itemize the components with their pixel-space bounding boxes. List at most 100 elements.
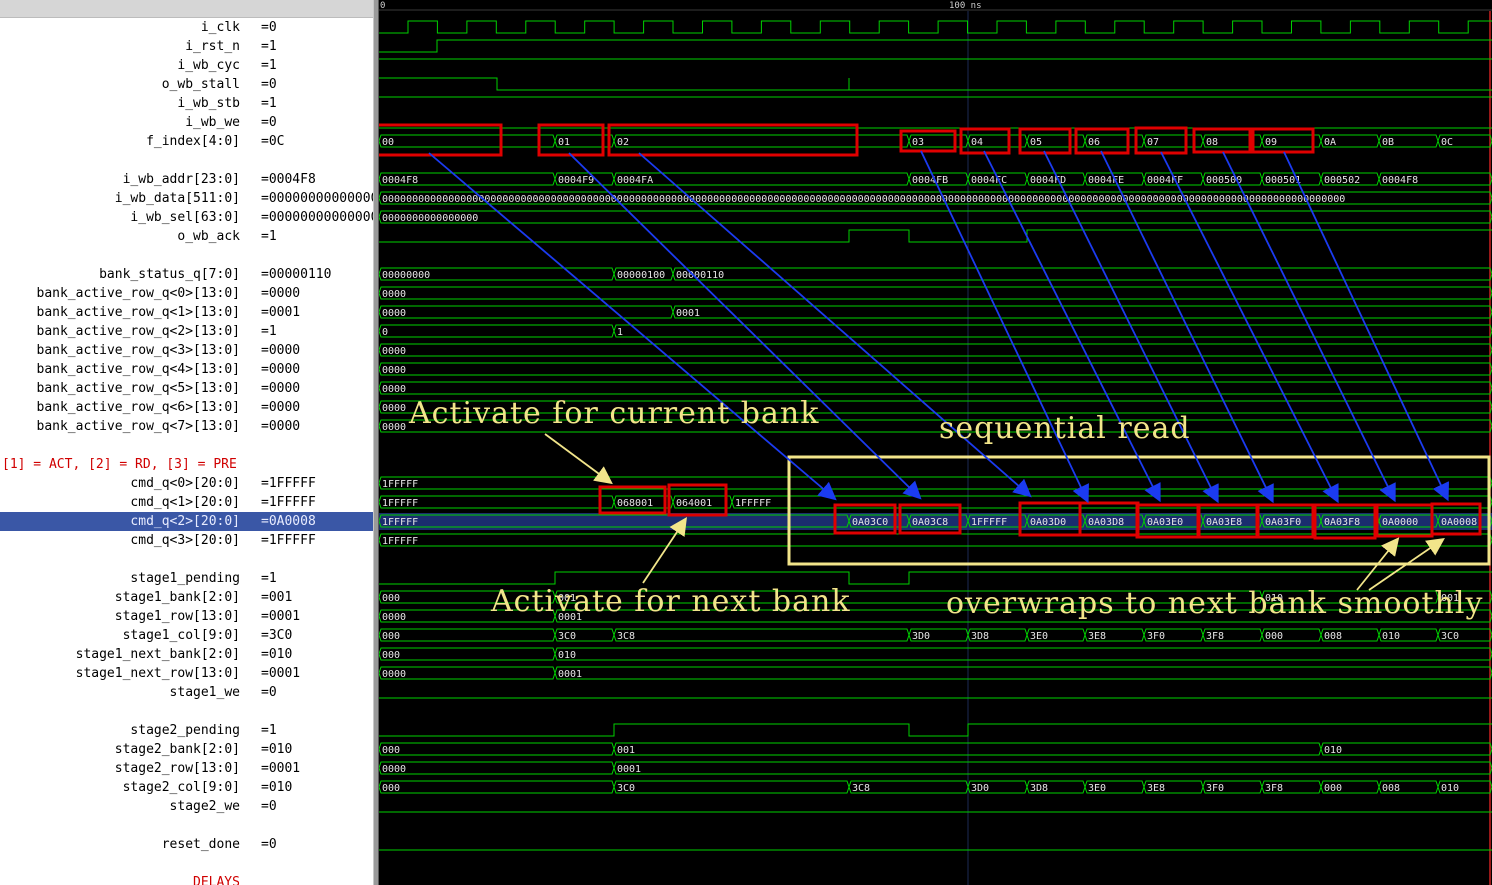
signal-row[interactable]: o_wb_ack=1 (0, 227, 373, 246)
signal-row[interactable]: bank_active_row_q<7>[13:0]=0000 (0, 417, 373, 436)
signal-row[interactable]: i_wb_data[511:0]=000000000000000 (0, 189, 373, 208)
f-index-highlight-box (1074, 127, 1130, 155)
signal-row[interactable]: cmd_q<3>[20:0]=1FFFFF (0, 531, 373, 550)
cmd-q1-segment (731, 495, 1492, 509)
signal-row[interactable]: stage2_pending=1 (0, 721, 373, 740)
stage2-col-value: 3E0 (1088, 783, 1106, 794)
bank-active-row-segment (379, 362, 1492, 376)
signal-value: =1 (261, 96, 277, 111)
signal-row[interactable]: stage1_next_row[13:0]=0001 (0, 664, 373, 683)
signal-row[interactable]: stage1_col[9:0]=3C0 (0, 626, 373, 645)
signal-row[interactable]: i_wb_cyc =1 (0, 56, 373, 75)
bank-active-row-value: 0000 (382, 346, 406, 357)
signal-row[interactable]: stage2_bank[2:0]=010 (0, 740, 373, 759)
signal-name: stage2_row[13:0] (114, 761, 240, 776)
signal-name: bank_status_q[7:0] (99, 267, 240, 282)
stage2-row-segment (379, 761, 615, 775)
cmd-q2-value: 0A03C0 (852, 517, 888, 528)
i-wb-addr-value: 000500 (1206, 175, 1242, 186)
f-index-value: 05 (1030, 137, 1042, 148)
cmd-q2-value: 0A03D0 (1030, 517, 1066, 528)
signal-value: =010 (261, 647, 293, 662)
signal-row[interactable]: cmd_q<2>[20:0]=0A0008 (0, 512, 373, 531)
signal-name: i_wb_we (185, 115, 240, 130)
index-to-command-arrow (983, 150, 1161, 503)
signal-row[interactable]: reset_done=0 (0, 835, 373, 854)
signal-name: o_wb_stall (161, 77, 240, 92)
signal-value: =1 (261, 58, 277, 73)
f-index-highlight-box (607, 123, 859, 157)
stage1-col-value: 3D0 (912, 631, 930, 642)
signal-row[interactable]: i_wb_sel[63:0]=000000000000000 (0, 208, 373, 227)
i-wb-addr-value: 0004FB (912, 175, 948, 186)
signal-row[interactable]: bank_active_row_q<2>[13:0]=1 (0, 322, 373, 341)
bank-active-row-segment (379, 381, 1492, 395)
signal-value: =0001 (261, 666, 301, 681)
signal-name: stage1_bank[2:0] (114, 590, 240, 605)
signal-value: =0 (261, 115, 277, 130)
clock-waveform (379, 20, 1492, 34)
pane-splitter[interactable] (373, 0, 379, 885)
signal-row[interactable]: bank_status_q[7:0]=00000110 (0, 265, 373, 284)
signal-row[interactable]: bank_active_row_q<6>[13:0]=0000 (0, 398, 373, 417)
signal-row[interactable]: stage1_next_bank[2:0] =010 (0, 645, 373, 664)
f-index-segment (613, 134, 910, 148)
i-wb-addr-value: 0004F9 (558, 175, 594, 186)
bank-active-row-value: 0000 (382, 422, 406, 433)
i-wb-addr-value: 0004F8 (382, 175, 418, 186)
signal-name: i_wb_cyc (177, 58, 240, 73)
signal-row[interactable]: i_rst_n=1 (0, 37, 373, 56)
stage2-pending-waveform (379, 723, 1492, 737)
signal-row[interactable]: stage2_col[9:0]=010 (0, 778, 373, 797)
stage2-col-value: 3D8 (1030, 783, 1048, 794)
stage2-row-segment (613, 761, 1492, 775)
stage1-col-segment (379, 628, 556, 642)
signal-row[interactable]: stage1_row[13:0]=0001 (0, 607, 373, 626)
signal-row[interactable]: f_index[4:0]=0C (0, 132, 373, 151)
signal-row[interactable]: i_wb_addr[23:0]=0004F8 (0, 170, 373, 189)
signal-row[interactable]: cmd_q<0>[20:0]=1FFFFF (0, 474, 373, 493)
annotation-overwraps: overwraps to next bank smoothly (946, 586, 1484, 621)
signal-row[interactable]: i_clk=0 (0, 18, 373, 37)
signal-row[interactable]: o_wb_stall=0 (0, 75, 373, 94)
cmd-q3-value: 1FFFFF (382, 536, 418, 547)
signal-row[interactable]: bank_active_row_q<4>[13:0]=0000 (0, 360, 373, 379)
cmd-q0-segment (379, 476, 1492, 490)
signal-name: bank_active_row_q<1>[13:0] (36, 305, 241, 320)
signal-row[interactable]: stage1_we=0 (0, 683, 373, 702)
signal-name: bank_active_row_q<7>[13:0] (36, 419, 241, 434)
i-wb-addr-value: 0004FF (1147, 175, 1183, 186)
i-wb-addr-value: 0004FE (1088, 175, 1124, 186)
signal-name: i_wb_sel[63:0] (130, 210, 240, 225)
cmd-q2-value: 0A03F0 (1265, 517, 1301, 528)
signal-value: =0 (261, 799, 277, 814)
signal-row[interactable]: bank_active_row_q<3>[13:0]=0000 (0, 341, 373, 360)
signal-name: stage1_next_bank[2:0] (75, 647, 240, 662)
cmd-q2-value: 1FFFFF (971, 517, 1007, 528)
stage1-bank-value: 010 (1265, 593, 1283, 604)
signal-row[interactable]: cmd_q<1>[20:0]=1FFFFF (0, 493, 373, 512)
signal-row[interactable]: stage1_pending=1 (0, 569, 373, 588)
signal-row[interactable]: stage2_row[13:0]=0001 (0, 759, 373, 778)
signal-name: i_rst_n (185, 39, 240, 54)
stage1-col-value: 3E8 (1088, 631, 1106, 642)
signal-row[interactable]: stage1_bank[2:0]=001 (0, 588, 373, 607)
signal-row[interactable]: i_wb_stb=1 (0, 94, 373, 113)
stage1-col-value: 010 (1382, 631, 1400, 642)
signal-row[interactable]: stage2_we=0 (0, 797, 373, 816)
signal-name: stage2_col[9:0] (122, 780, 240, 795)
bank-active-row-value: 0000 (382, 403, 406, 414)
index-to-command-arrow (638, 152, 1032, 498)
signal-row[interactable]: bank_active_row_q<0>[13:0]=0000 (0, 284, 373, 303)
signal-row[interactable]: bank_active_row_q<1>[13:0]=0001 (0, 303, 373, 322)
selected-row-band (379, 513, 1492, 530)
signal-row[interactable]: i_wb_we =0 (0, 113, 373, 132)
f-index-segment (379, 134, 556, 148)
bank-active-row-q0-segment (379, 286, 1492, 300)
signal-row[interactable]: bank_active_row_q<5>[13:0]=0000 (0, 379, 373, 398)
cmd-q1-highlight-box (667, 483, 728, 517)
cmd-q1-highlight-box (598, 485, 667, 515)
stage2-col-value: 3E8 (1147, 783, 1165, 794)
